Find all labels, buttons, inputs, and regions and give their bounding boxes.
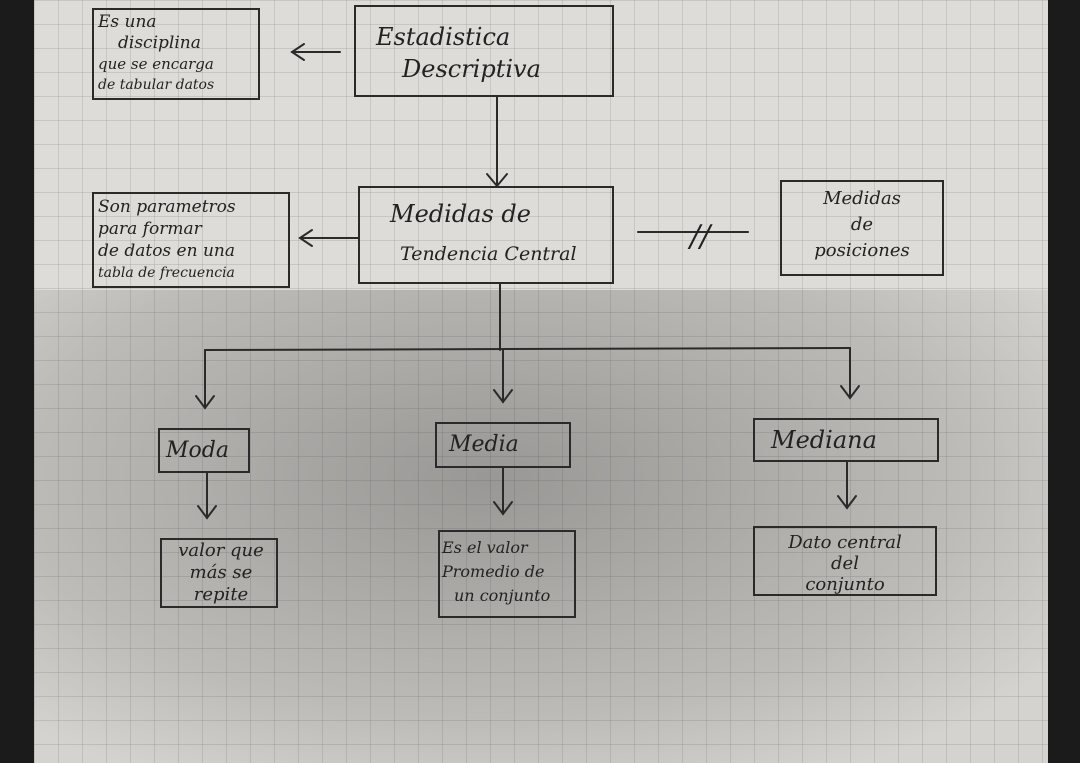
box-line: de datos en una (98, 241, 236, 261)
arrowhead-mediana-def (837, 495, 857, 510)
box-estadistica-descriptiva: Estadistica Descriptiva (354, 5, 614, 97)
box-line: de (850, 214, 874, 235)
box-line: Es una (98, 12, 157, 32)
box-line: tabla de frecuencia (98, 265, 235, 281)
box-mediana: Mediana (753, 418, 939, 462)
arrowhead-moda-def (197, 505, 217, 520)
box-line: valor que (178, 540, 264, 561)
arrowhead-media-def (493, 501, 513, 516)
separator-mark: // (687, 219, 713, 254)
box-line: Son parametros (98, 197, 236, 217)
box-media: Media (435, 422, 571, 468)
arrowhead-branch-moda (195, 395, 215, 410)
box-line: Medidas de (390, 200, 531, 228)
box-line: Estadistica (376, 23, 511, 51)
box-line: más se (189, 562, 253, 583)
box-medidas-tendencia-central: Medidas de Tendencia Central (358, 186, 614, 284)
box-definicion-moda: valor que más se repite (160, 538, 278, 608)
box-line: Tendencia Central (400, 243, 577, 265)
box-line: disciplina (118, 33, 201, 53)
arrowhead-branch-mediana (840, 385, 860, 400)
box-line: Mediana (771, 426, 877, 454)
box-line: Dato central (788, 532, 902, 553)
box-line: repite (193, 584, 249, 605)
box-line: para formar (98, 219, 202, 239)
arrowhead-branch-media (493, 389, 513, 404)
box-line: Media (449, 432, 519, 457)
box-line: Moda (166, 438, 229, 463)
box-moda: Moda (158, 428, 250, 473)
arrowhead-estadistica-def (290, 43, 305, 61)
graph-paper (34, 0, 1048, 763)
box-medidas-posiciones: Medidas de posiciones (780, 180, 944, 276)
box-line: Descriptiva (402, 55, 541, 83)
box-line: Medidas (823, 188, 901, 209)
box-line: Es el valor (442, 538, 528, 557)
box-definicion-mediana: Dato central del conjunto (753, 526, 937, 596)
box-line: Promedio de (442, 562, 545, 581)
box-line: posiciones (814, 240, 910, 261)
box-line: conjunto (805, 574, 885, 595)
branch-horizontal (204, 347, 851, 351)
box-definicion-medidas: Son parametros para formar de datos en u… (92, 192, 290, 288)
box-line: un conjunto (454, 586, 551, 605)
box-definicion-estadistica: Es una disciplina que se encarga de tabu… (92, 8, 260, 100)
box-definicion-media: Es el valor Promedio de un conjunto (438, 530, 576, 618)
box-line: que se encarga (98, 55, 214, 73)
arrowhead-medidas-def (298, 229, 313, 247)
box-line: del (831, 553, 859, 574)
box-line: de tabular datos (98, 77, 215, 93)
